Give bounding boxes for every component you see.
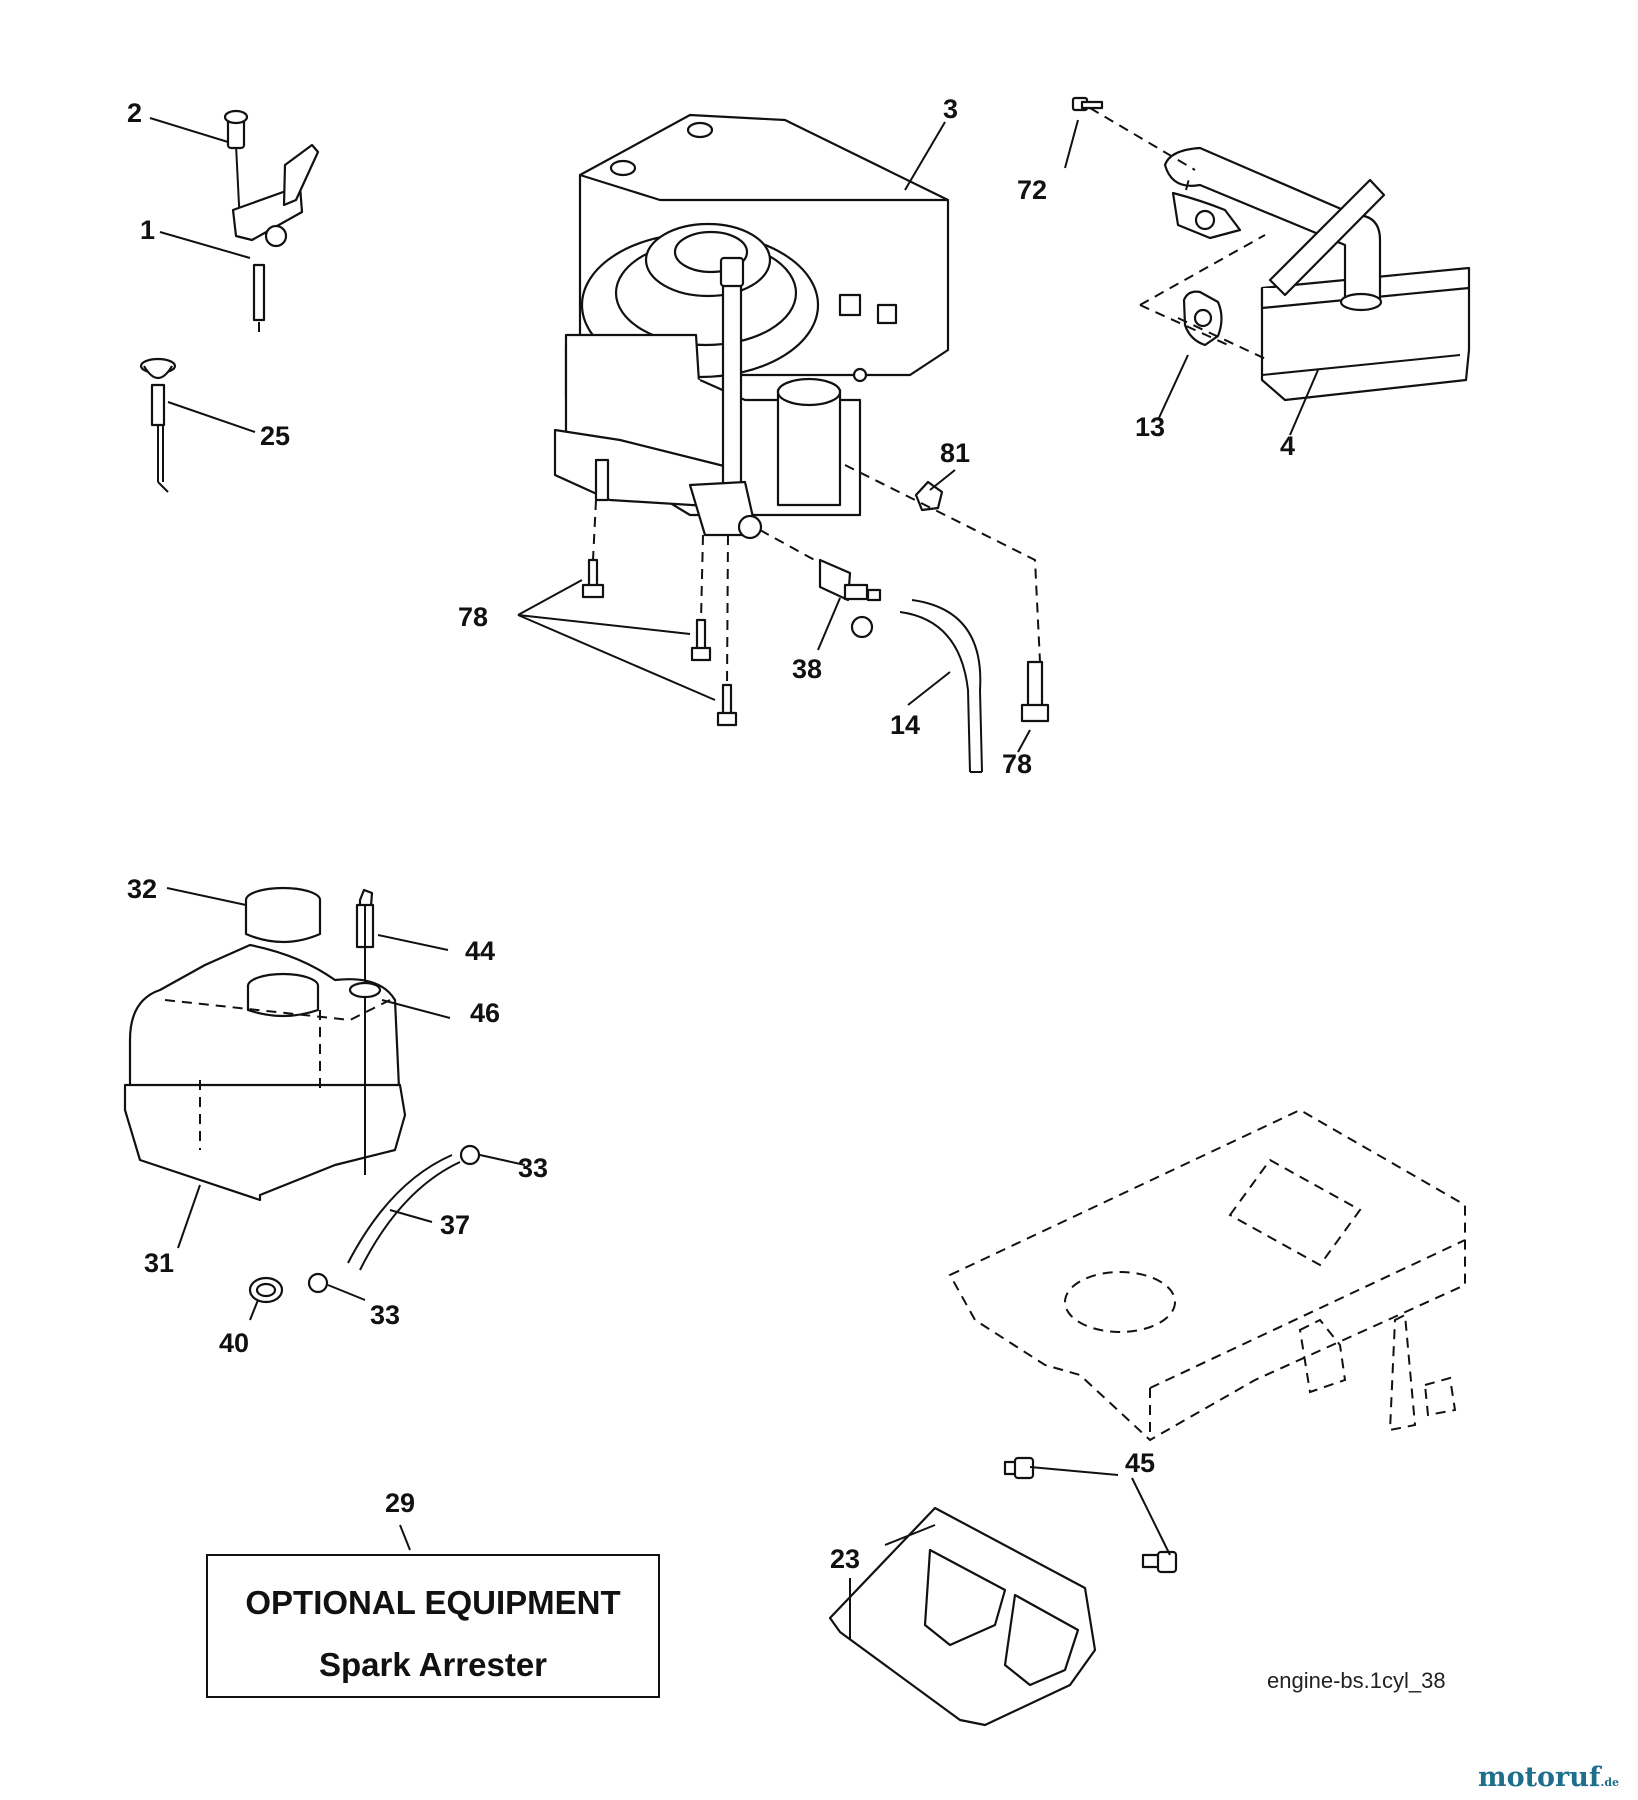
optional-equipment-title: OPTIONAL EQUIPMENT xyxy=(245,1584,621,1621)
leader-lines xyxy=(149,117,1319,1640)
spark-arrester-plate xyxy=(828,1456,1178,1727)
callout-23: 23 xyxy=(830,1544,861,1574)
diagram-reference-code: engine-bs.1cyl_38 xyxy=(1267,1668,1446,1693)
assembly-lines xyxy=(592,107,1269,686)
callout-46: 46 xyxy=(470,998,501,1028)
callout-4: 4 xyxy=(1280,431,1296,461)
callout-29: 29 xyxy=(385,1488,416,1518)
callout-32: 32 xyxy=(127,874,158,904)
callout-44: 44 xyxy=(465,936,496,966)
callout-3: 3 xyxy=(943,94,959,124)
watermark-suffix: .de xyxy=(1600,1776,1620,1789)
callout-14: 14 xyxy=(890,710,921,740)
engine-hardware xyxy=(581,480,1050,773)
callout-33: 33 xyxy=(370,1300,401,1330)
fuel-tank-part xyxy=(123,886,481,1304)
engine-part xyxy=(553,113,950,540)
callout-25: 25 xyxy=(260,421,291,451)
watermark-name: motoruf xyxy=(1478,1762,1601,1793)
dipstick-part xyxy=(139,357,177,493)
callout-45: 45 xyxy=(1125,1448,1156,1478)
watermark-logo: motoruf.de xyxy=(1478,1762,1619,1793)
callout-81: 81 xyxy=(940,438,971,468)
callout-33: 33 xyxy=(518,1153,549,1183)
callout-78: 78 xyxy=(458,602,489,632)
callout-37: 37 xyxy=(440,1210,471,1240)
frame-part xyxy=(948,1108,1466,1442)
optional-equipment-subtitle: Spark Arrester xyxy=(318,1646,548,1683)
callout-72: 72 xyxy=(1017,175,1048,205)
throttle-control-part xyxy=(223,109,320,332)
callout-40: 40 xyxy=(219,1328,250,1358)
optional-equipment-box: OPTIONAL EQUIPMENT Spark Arrester xyxy=(206,1554,660,1698)
muffler-part xyxy=(1071,96,1471,402)
callout-38: 38 xyxy=(792,654,823,684)
callout-31: 31 xyxy=(144,1248,175,1278)
callout-13: 13 xyxy=(1135,412,1166,442)
callout-2: 2 xyxy=(127,98,143,128)
callout-1: 1 xyxy=(140,215,156,245)
callout-78: 78 xyxy=(1002,749,1033,779)
